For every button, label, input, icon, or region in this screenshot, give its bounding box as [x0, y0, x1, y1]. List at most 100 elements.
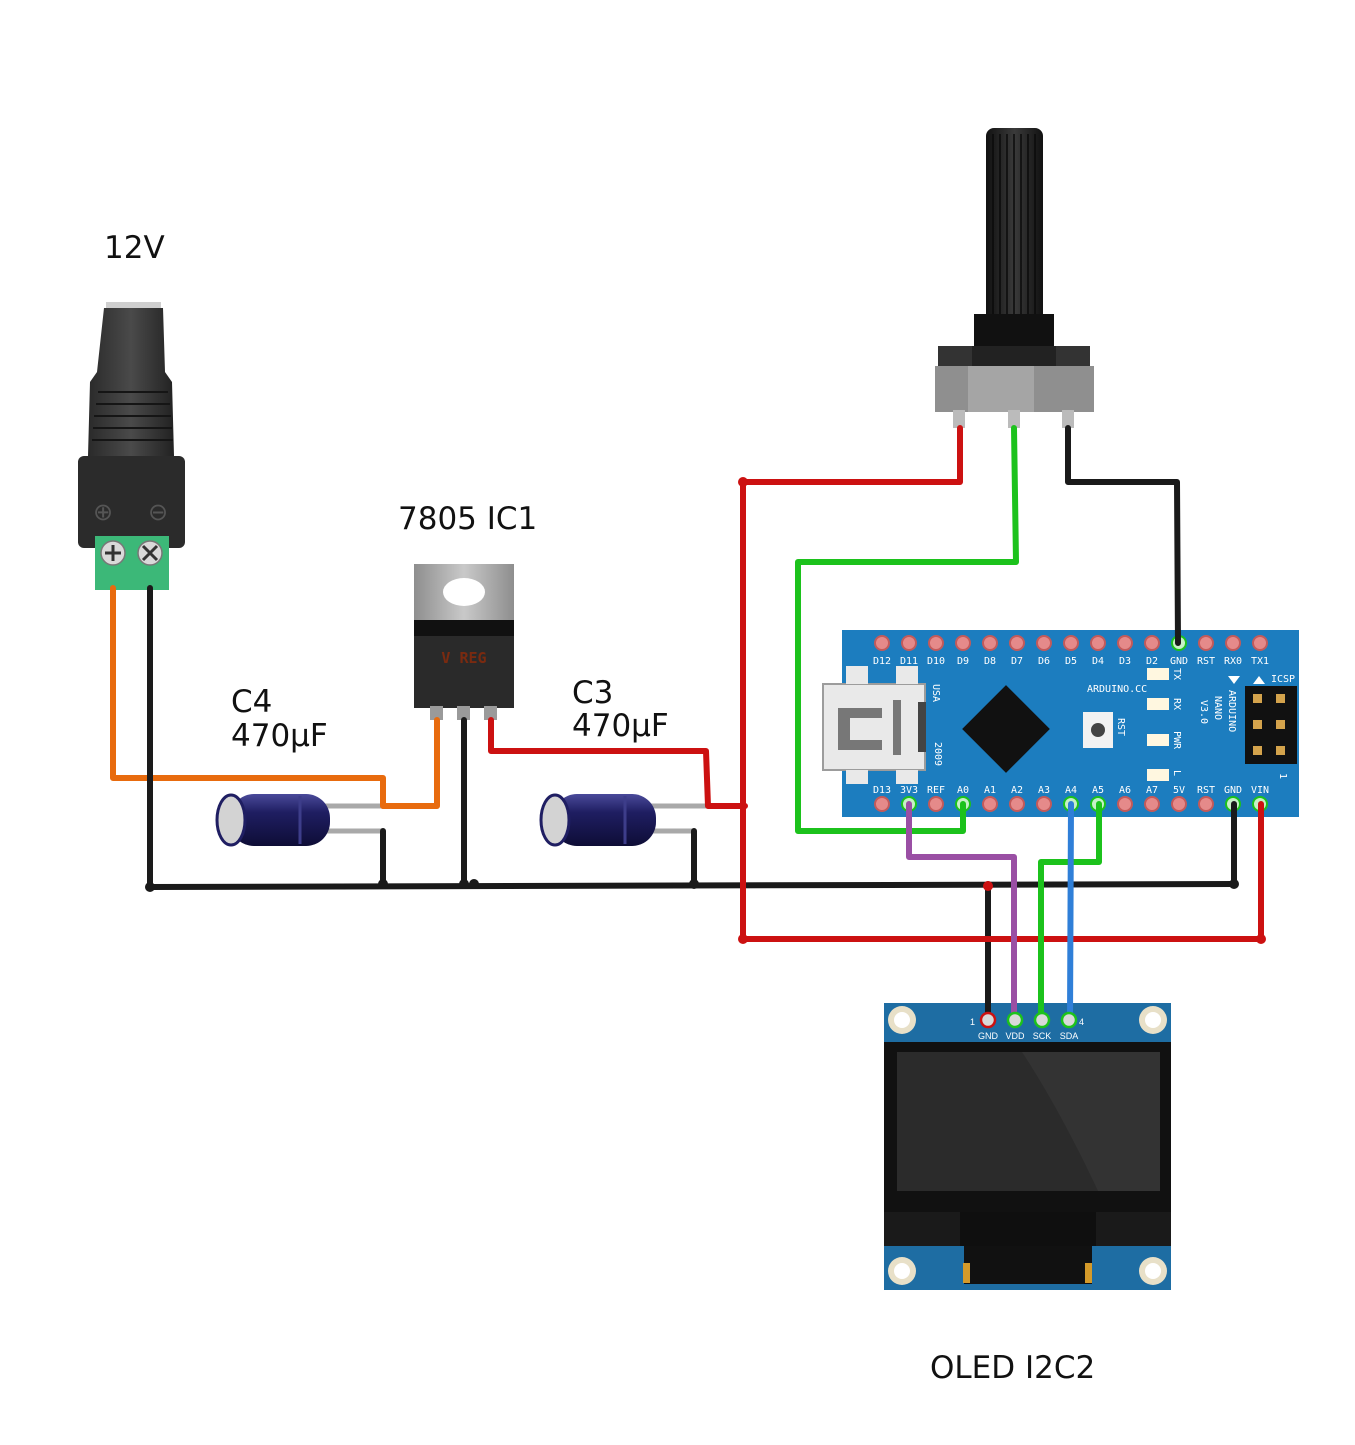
regulator-label: 7805 IC1	[398, 501, 537, 537]
nano-bottom-pin-label: A3	[1038, 785, 1050, 796]
led-pwr: PWR	[1171, 731, 1182, 750]
oled-pin-vdd	[1006, 1011, 1024, 1029]
jack-plus-symbol: ⊕	[93, 498, 113, 526]
nano-top-pin-label: D8	[984, 656, 996, 667]
nano-bottom-pin-label: A7	[1146, 785, 1158, 796]
nano-bottom-pin-label: A6	[1119, 785, 1131, 796]
nano-bottom-pin-label: 3V3	[900, 785, 918, 796]
oled-pin-label: GND	[978, 1031, 999, 1041]
arduino-model-line2: NANO	[1212, 696, 1223, 720]
nano-top-pin-label: D4	[1092, 656, 1104, 667]
wire-purple-vdd	[906, 801, 1017, 1023]
icsp-silk: ICSP	[1271, 674, 1295, 685]
red-junctions	[738, 477, 1266, 944]
nano-bottom-pin-label: A0	[957, 785, 969, 796]
nano-bottom-pin-label: A2	[1011, 785, 1023, 796]
nano-top-pin-d4	[1090, 635, 1106, 651]
oled-pin-label: SCK	[1033, 1031, 1052, 1041]
nano-top-pin-label: D2	[1146, 656, 1158, 667]
c4-name-label: C4	[231, 684, 272, 720]
junctions	[145, 879, 1239, 892]
nano-bottom-pin-ref	[928, 796, 944, 812]
nano-top-pin-label: D7	[1011, 656, 1023, 667]
nano-top-pin-label: RX0	[1224, 656, 1242, 667]
nano-bottom-pin-label: 5V	[1173, 785, 1185, 796]
capacitor-c4	[215, 793, 384, 847]
nano-top-pin-label: D10	[927, 656, 945, 667]
nano-bottom-pin-label: D13	[873, 785, 891, 796]
nano-top-pin-label: D11	[900, 656, 918, 667]
nano-top-pin-label: TX1	[1251, 656, 1269, 667]
voltage-regulator-7805: V REG	[414, 564, 514, 720]
dc-power-jack: ⊕ ⊖	[78, 302, 185, 590]
nano-bottom-pin-label: A5	[1092, 785, 1104, 796]
potentiometer	[935, 128, 1094, 428]
nano-top-pin-d2	[1144, 635, 1160, 651]
wire-black-pot-gnd	[1065, 425, 1181, 646]
nano-top-pin-d5	[1063, 635, 1079, 651]
oled-pin-sda	[1060, 1011, 1078, 1029]
jack-minus-symbol: ⊖	[148, 498, 168, 526]
nano-bottom-pin-a7	[1144, 796, 1160, 812]
nano-top-pin-rx0	[1225, 635, 1241, 651]
nano-bottom-pin-label: RST	[1197, 785, 1215, 796]
nano-bottom-pin-a1	[982, 796, 998, 812]
oled-pin-sck	[1033, 1011, 1051, 1029]
nano-top-pin-label: RST	[1197, 656, 1215, 667]
arduino-rst-silk: RST	[1115, 718, 1126, 736]
nano-bottom-pin-a6	[1117, 796, 1133, 812]
nano-top-pin-d10	[928, 635, 944, 651]
oled-label: OLED I2C2	[930, 1350, 1095, 1386]
nano-bottom-pin-5v	[1171, 796, 1187, 812]
led-l: L	[1171, 770, 1182, 776]
nano-bottom-pin-label: A4	[1065, 785, 1077, 796]
nano-top-pin-d11	[901, 635, 917, 651]
arduino-brand-silk: ARDUINO.CC	[1087, 684, 1147, 695]
oled-display: 1 4	[884, 1003, 1171, 1290]
nano-top-pin-d3	[1117, 635, 1133, 651]
nano-bottom-pin-label: REF	[927, 785, 945, 796]
oled-pin-label: SDA	[1060, 1031, 1079, 1041]
oled-pin1-index: 1	[970, 1017, 975, 1027]
led-tx: TX	[1171, 668, 1182, 680]
nano-bottom-pin-a2	[1009, 796, 1025, 812]
wire-green-pot-a0	[795, 425, 1019, 834]
c4-value-label: 470µF	[231, 718, 328, 754]
nano-bottom-pin-d13	[874, 796, 890, 812]
arduino-model-line3: V3.0	[1198, 700, 1209, 724]
arduino-year-silk: 2009	[932, 742, 943, 766]
regulator-marking: V REG	[441, 649, 486, 667]
c3-value-label: 470µF	[572, 708, 669, 744]
wire-red-5v-rail	[740, 479, 1264, 942]
nano-top-pin-label: D3	[1119, 656, 1131, 667]
arduino-nano: RST TX RX PWR L ARDUINO.CC USA 2009 ARDU…	[822, 630, 1299, 817]
capacitor-c3	[539, 793, 708, 847]
oled-pin-gnd	[979, 1011, 997, 1029]
wire-blue-sda	[1067, 801, 1074, 1023]
nano-top-pin-d9	[955, 635, 971, 651]
c3-name-label: C3	[572, 675, 613, 711]
wire-red-reg-out	[488, 717, 748, 809]
wire-orange-vin	[110, 585, 440, 809]
wire-red-pot-vcc	[740, 425, 963, 485]
nano-bottom-pin-label: VIN	[1251, 785, 1269, 796]
oled-pin-label: VDD	[1005, 1031, 1025, 1041]
nano-top-pin-tx1	[1252, 635, 1268, 651]
wires	[110, 425, 1264, 1023]
nano-bottom-pin-rst	[1198, 796, 1214, 812]
nano-bottom-pin-a3	[1036, 796, 1052, 812]
icsp-one-silk: 1	[1277, 773, 1288, 779]
nano-top-pin-d8	[982, 635, 998, 651]
nano-top-pin-rst	[1198, 635, 1214, 651]
nano-top-pin-label: D5	[1065, 656, 1077, 667]
nano-top-pin-d7	[1009, 635, 1025, 651]
led-rx: RX	[1171, 698, 1182, 710]
nano-top-pin-label: D6	[1038, 656, 1050, 667]
arduino-model-line1: ARDUINO	[1226, 690, 1237, 732]
power-jack-label: 12V	[104, 230, 165, 266]
nano-bottom-pin-label: GND	[1224, 785, 1242, 796]
nano-top-pin-label: D12	[873, 656, 891, 667]
arduino-usa-silk: USA	[930, 684, 941, 702]
nano-top-pin-label: GND	[1170, 656, 1188, 667]
oled-pin4-index: 4	[1079, 1017, 1084, 1027]
